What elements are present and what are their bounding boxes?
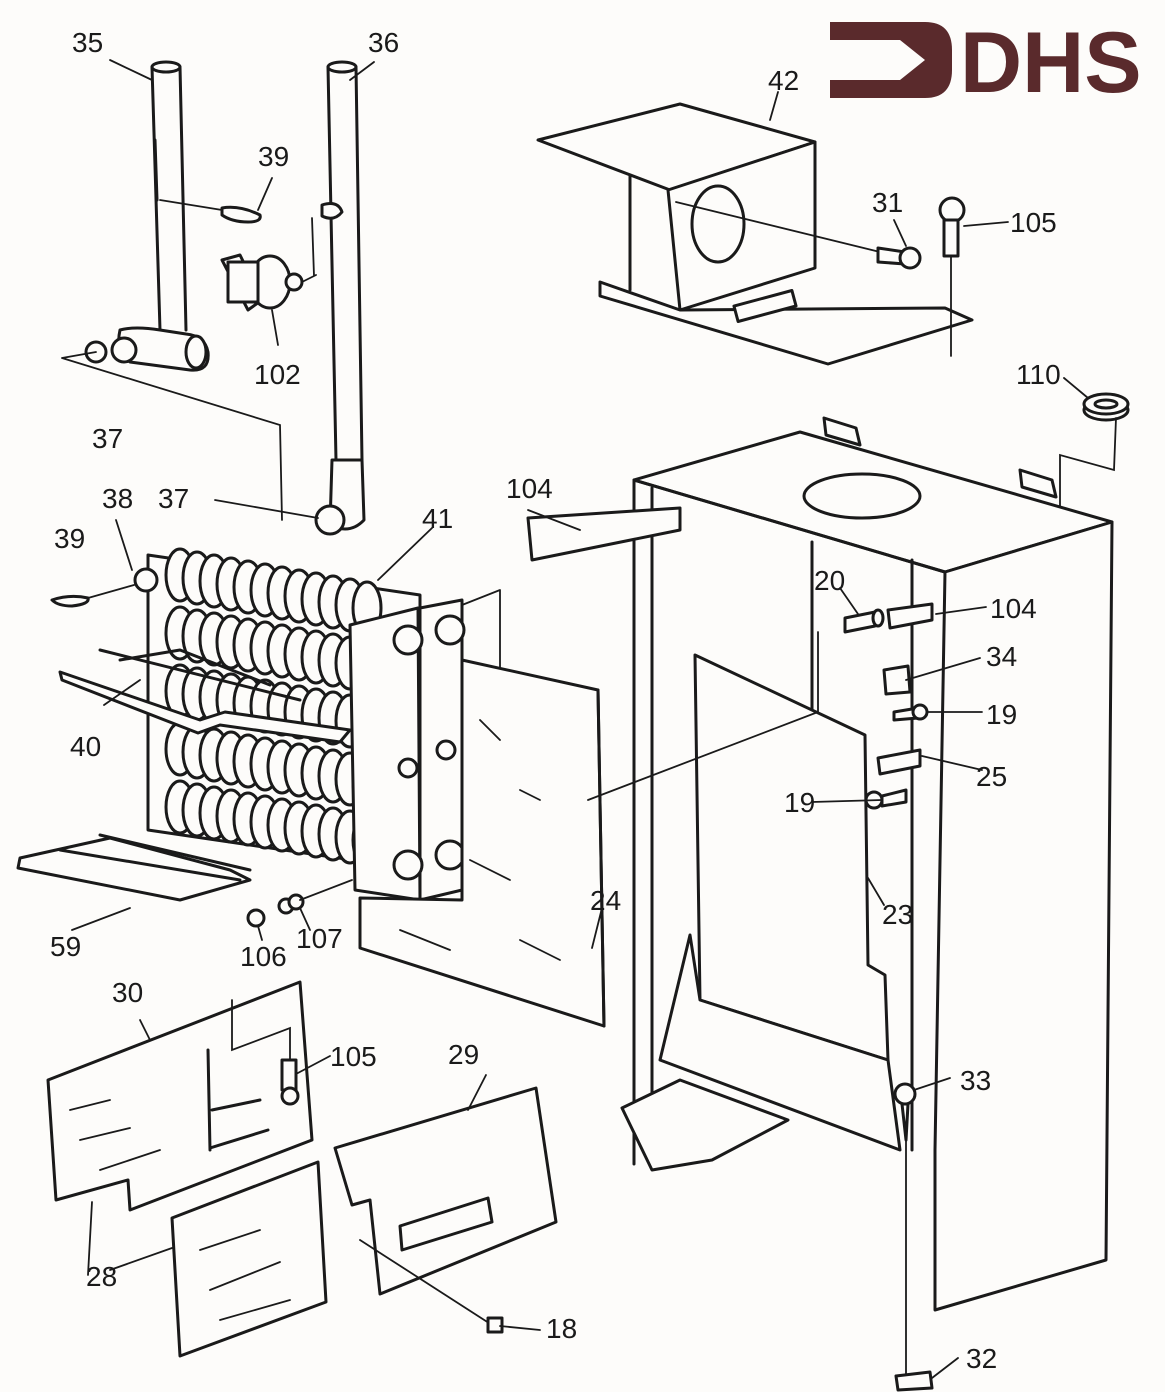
- label-36: 36: [368, 27, 399, 58]
- baffle-40: [58, 670, 352, 744]
- label-105-upper: 105: [1010, 207, 1057, 238]
- label-41: 41: [422, 503, 453, 534]
- label-40: 40: [70, 731, 101, 762]
- label-104-lower: 104: [990, 593, 1037, 624]
- label-24: 24: [590, 885, 621, 916]
- label-38: 38: [102, 483, 133, 514]
- label-19-upper: 19: [986, 699, 1017, 730]
- label-33: 33: [960, 1065, 991, 1096]
- label-30: 30: [112, 977, 143, 1008]
- label-19-lower: 19: [784, 787, 815, 818]
- label-37-upper: 37: [92, 423, 123, 454]
- split-pin-39: [159, 199, 262, 224]
- label-23: 23: [882, 899, 913, 930]
- label-39: 39: [258, 141, 289, 172]
- label-25: 25: [976, 761, 1007, 792]
- clip-34: [882, 664, 912, 696]
- screw-19-lower: [864, 788, 908, 810]
- insulation-panel-24: [358, 658, 606, 1028]
- label-105-lower: 105: [330, 1041, 377, 1072]
- front-panel-30: [46, 980, 314, 1212]
- split-pin-39-lower: [50, 594, 90, 608]
- label-35: 35: [72, 27, 103, 58]
- screw-105-upper: [938, 196, 966, 357]
- label-31: 31: [872, 187, 903, 218]
- label-18: 18: [546, 1313, 577, 1344]
- bracket-25: [876, 748, 922, 776]
- screw-33: [893, 1082, 917, 1377]
- label-59: 59: [50, 931, 81, 962]
- label-107: 107: [296, 923, 343, 954]
- label-28: 28: [86, 1261, 117, 1292]
- dhs-logo: DHS: [830, 15, 1142, 111]
- screws-106-107: [246, 879, 353, 928]
- label-106: 106: [240, 941, 287, 972]
- logo-arrow-icon: [830, 22, 952, 98]
- leader-lines: [71, 59, 1089, 1379]
- combustion-box-42: [536, 102, 974, 366]
- part-labels: 35 36 39 102 37 38 37 39 41 40 59 106 10…: [50, 27, 1061, 1374]
- inner-panel-29: [333, 1086, 558, 1334]
- pipe-36: [314, 60, 366, 536]
- pressure-switch-102: [220, 202, 344, 312]
- baffle-40-detail: [98, 648, 302, 702]
- label-20: 20: [814, 565, 845, 596]
- gasket-104-upper: [526, 506, 682, 562]
- insulation-panel-28: [170, 1160, 328, 1358]
- label-104-upper: 104: [506, 473, 553, 504]
- screw-20: [587, 608, 885, 801]
- boiler-casing: [620, 416, 1114, 1312]
- leader-lines-37: [61, 351, 283, 521]
- screw-105-lower: [231, 999, 300, 1106]
- baffle-59: [16, 836, 252, 902]
- label-34: 34: [986, 641, 1017, 672]
- grommet-110: [1059, 392, 1130, 511]
- label-39-lower: 39: [54, 523, 85, 554]
- label-29: 29: [448, 1039, 479, 1070]
- screw-31: [675, 201, 922, 270]
- baffle-59-detail: [58, 833, 252, 882]
- gasket-104-lower: [886, 602, 934, 630]
- panel-28-texture: [199, 1229, 291, 1321]
- label-32: 32: [966, 1343, 997, 1374]
- leader-39-lower: [87, 584, 135, 599]
- label-102: 102: [254, 359, 301, 390]
- label-110: 110: [1016, 359, 1061, 390]
- label-37: 37: [158, 483, 189, 514]
- screw-19-upper: [892, 703, 929, 722]
- foot-32: [894, 1370, 934, 1392]
- pipe-35: [84, 60, 210, 372]
- logo-text: DHS: [960, 15, 1142, 111]
- label-42: 42: [768, 65, 799, 96]
